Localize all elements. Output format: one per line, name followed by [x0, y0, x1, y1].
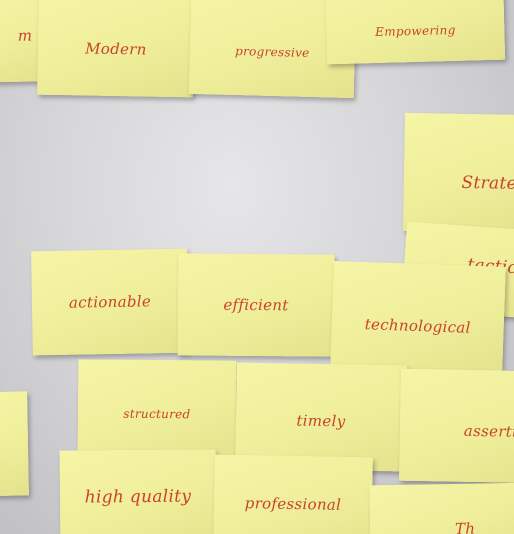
sticky-note-empowering: Empowering — [324, 0, 506, 65]
sticky-note-high-quality: high quality — [59, 449, 217, 534]
note-text: Empowering — [375, 22, 456, 40]
note-text: actionable — [68, 292, 152, 312]
sticky-note-modern: Modern — [37, 0, 195, 98]
note-text: technological — [364, 315, 471, 337]
sticky-note-actionable: actionable — [31, 248, 189, 356]
note-text: Modern — [85, 39, 147, 59]
sticky-note-professional: professional — [213, 454, 373, 534]
note-text: timely — [296, 411, 346, 431]
sticky-note-technological: technological — [330, 261, 506, 375]
sticky-note: Th — [369, 482, 514, 534]
sticky-note: m — [0, 0, 41, 83]
note-text: Th — [454, 519, 476, 534]
note-text: high quality — [84, 486, 192, 508]
note-text: Strateg — [461, 172, 514, 195]
note-text: progressive — [234, 44, 310, 60]
note-text: structured — [123, 406, 191, 422]
sticky-note-efficient: efficient — [177, 253, 335, 357]
note-text: professional — [244, 494, 342, 514]
note-text: efficient — [223, 295, 289, 315]
sticky-note-strategic: Strateg — [402, 112, 514, 234]
sticky-note-assertive: assertiv — [399, 368, 514, 484]
sticky-note-structured: structured — [77, 359, 237, 461]
note-text: m — [17, 26, 33, 45]
note-text: assertiv — [463, 421, 514, 441]
sticky-note — [0, 391, 29, 497]
